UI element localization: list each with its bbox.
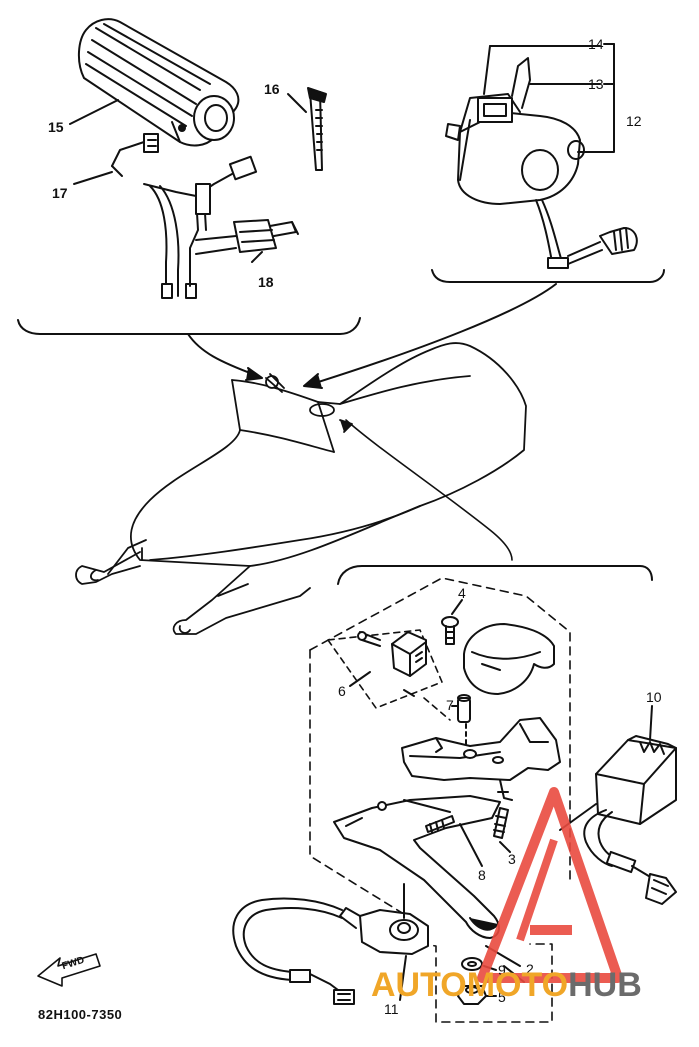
watermark-part1: AUTO [371,966,467,1004]
sleeve-part-7 [451,694,471,745]
leader-arrow-2 [311,283,557,385]
callout-17: 17 [52,185,68,201]
watermark-logo [477,787,623,983]
callout-11: 11 [384,1001,399,1017]
group-bracket-left [17,317,361,335]
harness-part-17-18 [73,133,299,299]
switch-assembly-part-12 [445,43,638,269]
bolt-part-4 [441,599,463,645]
watermark-part2: MOTO [466,966,569,1004]
callout-8: 8 [478,867,486,883]
callout-10: 10 [646,689,662,705]
callout-2: 2 [526,961,534,977]
callout-3: 3 [508,851,516,867]
watermark-part3: HUB [568,966,642,1004]
grip-part-15 [69,18,240,147]
sensor-part-11 [232,883,429,1005]
fwd-arrow [37,953,101,987]
snowmobile-body [75,342,527,635]
bolt-part-3 [493,807,511,853]
cover-cap [463,623,555,695]
clip-part-16 [287,87,327,171]
callout-15: 15 [48,119,64,135]
callout-12: 12 [626,113,642,129]
group-bracket-lower [337,565,653,585]
module-part-10 [559,705,677,905]
lever [333,795,501,939]
callout-4: 4 [458,585,466,601]
part-code: 82H100-7350 [38,1007,123,1022]
callout-14: 14 [588,36,604,52]
callout-18: 18 [258,274,274,290]
group-bracket-right [431,269,665,283]
screw-part-8 [425,815,483,867]
nut-part-5 [457,985,497,1005]
callout-16: 16 [264,81,280,97]
switch-block-part-6 [357,631,427,697]
callout-9: 9 [498,962,506,978]
lower-assembly [309,577,571,1023]
callout-13: 13 [588,76,604,92]
callout-6: 6 [338,683,346,699]
callout-7: 7 [446,697,454,713]
callout-5: 5 [498,989,506,1005]
bracket-body [401,717,561,801]
watermark-text: AUTOMOTOHUB [371,966,642,1005]
leader-arrow-1 [187,333,259,377]
